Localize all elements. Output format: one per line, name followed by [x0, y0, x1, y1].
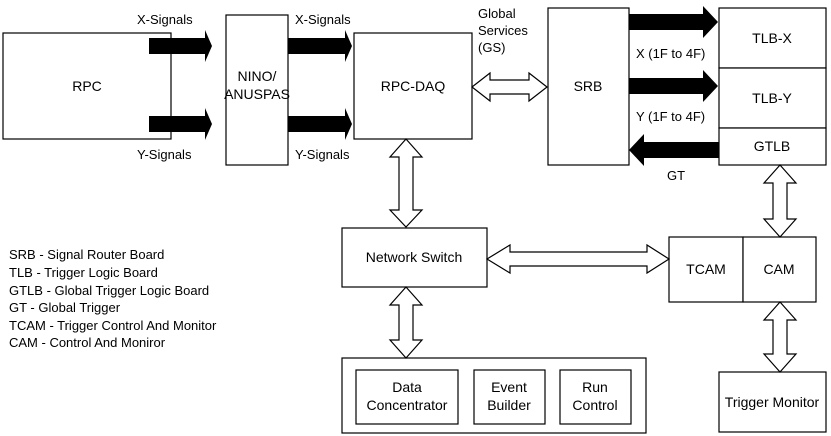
legend-item: GT - Global Trigger [9, 300, 121, 315]
cam-box [742, 236, 817, 303]
tlb-x-label: TLB-X [752, 30, 792, 46]
legend-item: TLB - Trigger Logic Board [9, 265, 158, 280]
gs-label-line2: Services [478, 23, 528, 38]
rpc-label: RPC [72, 78, 102, 94]
y-signals-label-2: Y-Signals [295, 147, 350, 162]
legend-item: SRB - Signal Router Board [9, 247, 164, 262]
gtlb-label: GTLB [754, 138, 791, 154]
legend-item: CAM - Control And Moniror [9, 335, 166, 350]
rpc-daq-label: RPC-DAQ [381, 78, 446, 94]
data-concentrator-box [355, 369, 459, 425]
nino-label-line2: ANUSPAS [224, 86, 290, 102]
rpc-daq-box [353, 32, 473, 140]
nino-label-line1: NINO/ [238, 68, 277, 84]
data-concentrator-line2: Concentrator [367, 397, 448, 413]
tlb-y-box [718, 67, 827, 129]
gtlb-cam-double-arrow [762, 164, 798, 238]
run-control-box [559, 369, 632, 425]
x-range-label: X (1F to 4F) [636, 46, 705, 61]
gs-label-line3: (GS) [478, 40, 505, 55]
switch-tcam-double-arrow [485, 243, 671, 275]
switch-daq-double-arrow [388, 286, 424, 359]
y-range-label: Y (1F to 4F) [636, 109, 705, 124]
gs-double-arrow [471, 71, 548, 103]
event-builder-line2: Builder [487, 397, 531, 413]
y-signals-label-1: Y-Signals [137, 147, 192, 162]
legend: SRB - Signal Router Board TLB - Trigger … [9, 247, 217, 350]
y-tlb-arrow [629, 70, 718, 102]
run-control-line2: Control [572, 397, 617, 413]
event-builder-line1: Event [491, 379, 527, 395]
x-signals-label-2: X-Signals [295, 12, 351, 27]
y-signals-arrow-1 [149, 108, 212, 140]
trigger-monitor-label: Trigger Monitor [725, 394, 820, 410]
cam-monitor-double-arrow [762, 301, 798, 373]
gt-label: GT [667, 168, 685, 183]
srb-box [547, 7, 630, 166]
gs-label-line1: Global [478, 6, 516, 21]
network-switch-box [341, 227, 488, 288]
y-signals-arrow-2 [288, 108, 352, 140]
network-switch-label: Network Switch [366, 249, 462, 265]
data-concentrator-line1: Data [392, 379, 422, 395]
x-signals-label-1: X-Signals [137, 12, 193, 27]
event-builder-box [473, 369, 546, 425]
run-control-line1: Run [582, 379, 608, 395]
gt-arrow [629, 134, 719, 166]
tcam-box [668, 236, 744, 303]
nino-anuspas-box [225, 14, 289, 166]
cam-label: CAM [763, 261, 794, 277]
srb-label: SRB [574, 78, 603, 94]
trigger-monitor-box [718, 371, 827, 433]
legend-item: TCAM - Trigger Control And Monitor [9, 318, 217, 333]
x-tlb-arrow [629, 6, 718, 38]
tcam-label: TCAM [686, 261, 726, 277]
x-signals-arrow-1 [149, 30, 212, 62]
x-signals-arrow-2 [288, 30, 352, 62]
rpcdaq-switch-double-arrow [388, 138, 424, 228]
rpc-box [2, 32, 172, 140]
tlb-y-label: TLB-Y [752, 90, 792, 106]
legend-item: GTLB - Global Trigger Logic Board [9, 283, 209, 298]
gtlb-box [718, 127, 827, 166]
